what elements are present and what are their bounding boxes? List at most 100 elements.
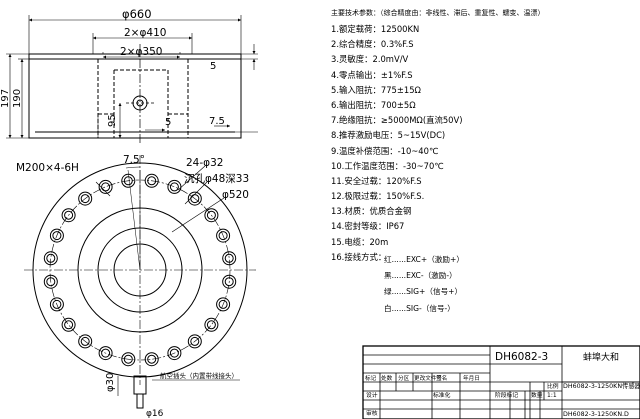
bolt-hole-counterbore bbox=[49, 297, 64, 312]
tb-header-change: 更改文件号 bbox=[414, 374, 442, 382]
spec-item-accuracy: 2.综合精度：0.3%F.S bbox=[331, 39, 414, 50]
spec-list: 主要技术参数：（综合精度由：非线性、滞后、重复性、蠕变、温漂） 1.额定载荷：1… bbox=[331, 8, 637, 265]
tb-header-sign: 签名 bbox=[436, 374, 447, 382]
bolt-hole bbox=[206, 210, 216, 220]
angle-ray-a bbox=[127, 169, 141, 271]
bolt-hole-counterbore bbox=[216, 228, 231, 243]
dim-height-body: 190 bbox=[12, 89, 23, 108]
wire-green: 绿......SIG+（信号+） bbox=[384, 287, 463, 296]
bolt-hole-counterbore bbox=[43, 251, 58, 266]
bolt-hole-counterbore bbox=[222, 251, 237, 266]
bolt-hole bbox=[123, 176, 133, 186]
bolt-hole-counterbore bbox=[167, 179, 182, 194]
spec-item-rated-load: 1.额定载荷：12500KN bbox=[331, 24, 420, 34]
tb-header-mark: 标记 bbox=[365, 374, 377, 382]
spec-item-material: 13.材质：优质合金钢 bbox=[331, 206, 412, 217]
dim-bolt-circle: 2×φ410 bbox=[124, 27, 166, 39]
bolt-hole bbox=[218, 231, 228, 241]
cable-note: 航空插头（内置带线接头） bbox=[160, 371, 238, 380]
spec-item-excitation: 8.推荐激励电压：5~15V(DC) bbox=[331, 130, 446, 141]
dim-cable-dia: φ30 bbox=[105, 373, 116, 392]
bolt-hole-counterbore bbox=[61, 317, 76, 332]
leader-flange bbox=[171, 197, 225, 233]
spec-item-zero-output: 4.零点输出：±1%F.S bbox=[331, 69, 413, 80]
tb-label-standard: 标准化 bbox=[433, 391, 451, 399]
spec-item-insulation: 7.绝缘阻抗：≥5000MΩ(直流50V) bbox=[331, 115, 463, 126]
leader-holes bbox=[177, 165, 206, 191]
bolt-hole bbox=[224, 277, 234, 287]
bolt-hole-counterbore bbox=[187, 334, 202, 349]
spec-item-wiring: 16.接线方式： bbox=[331, 251, 387, 262]
bolt-hole bbox=[64, 320, 74, 330]
side-view-dimensions bbox=[6, 15, 258, 139]
bolt-hole bbox=[52, 299, 62, 309]
bolt-hole-counterbore bbox=[43, 274, 58, 289]
tb-company: 蚌埠大和 bbox=[583, 351, 619, 363]
bolt-hole-counterbore bbox=[204, 317, 219, 332]
bolt-hole-counterbore bbox=[144, 352, 159, 367]
tb-drawing-name: DH6082-3-1250KN传感器 bbox=[563, 381, 640, 390]
bolt-hole bbox=[52, 231, 62, 241]
spec-item-ip-rating: 14.密封等级：IP67 bbox=[331, 221, 405, 232]
dim-inner-circle: 2×φ350 bbox=[120, 46, 162, 58]
bolt-hole bbox=[218, 299, 228, 309]
bolt-hole bbox=[190, 336, 200, 346]
wire-black: 黑......EXC-（激励-） bbox=[384, 271, 457, 280]
dim-angle: 7.5° bbox=[123, 154, 145, 166]
bolt-hole bbox=[80, 336, 90, 346]
body-outline bbox=[28, 53, 242, 139]
bolt-hole bbox=[64, 210, 74, 220]
bolt-hole bbox=[123, 354, 133, 364]
spec-item-comp-temp: 9.温度补偿范围：-10~40℃ bbox=[331, 145, 439, 156]
dim-chamfer: 7.5 bbox=[209, 116, 225, 127]
cable-plug bbox=[136, 393, 144, 409]
dim-inner-depth: 95 bbox=[107, 114, 118, 127]
dim-overall-width: φ660 bbox=[122, 7, 152, 21]
bolt-hole bbox=[147, 176, 157, 186]
bolt-hole bbox=[46, 253, 56, 263]
tb-header-count: 处数 bbox=[381, 374, 393, 382]
bolt-hole-counterbore bbox=[187, 191, 202, 206]
bolt-hole bbox=[206, 320, 216, 330]
tb-header-zone: 分区 bbox=[398, 374, 410, 382]
title-block-frame bbox=[362, 345, 640, 419]
tb-model: DH6082-3 bbox=[495, 351, 548, 363]
bolt-hole bbox=[80, 194, 90, 204]
dim-step-top: 5 bbox=[210, 61, 216, 72]
bolt-hole-counterbore bbox=[204, 208, 219, 223]
angle-arc bbox=[125, 166, 141, 169]
bolt-hole bbox=[46, 277, 56, 287]
leader-tap bbox=[95, 181, 111, 197]
tb-label-scale: 比例 bbox=[547, 382, 559, 390]
bolt-hole-counterbore bbox=[167, 346, 182, 361]
bolt-hole-counterbore bbox=[144, 173, 159, 188]
dim-tap: M200×4-6H bbox=[16, 162, 79, 174]
tb-label-stage: 阶段标记 bbox=[495, 391, 518, 399]
bolt-hole-counterbore bbox=[49, 228, 64, 243]
bolt-hole bbox=[169, 348, 179, 358]
spec-item-output-impedance: 6.输出阻抗：700±5Ω bbox=[331, 99, 416, 110]
leader-counterbore bbox=[184, 181, 208, 205]
tb-label-weight: 数量 bbox=[531, 391, 543, 399]
tb-scale-value: 1:1 bbox=[547, 392, 557, 399]
dim-counterbore: 沉孔φ48深33 bbox=[184, 172, 249, 185]
bolt-hole-counterbore bbox=[61, 208, 76, 223]
spec-item-ultimate-overload: 12.极限过载：150%F.S. bbox=[331, 191, 425, 202]
bolt-hole bbox=[147, 354, 157, 364]
dim-center-step: 5 bbox=[165, 117, 171, 128]
tb-label-review: 审核 bbox=[366, 409, 378, 417]
dim-flange-dia: φ520 bbox=[222, 189, 249, 201]
spec-item-cable: 15.电缆：20m bbox=[331, 236, 389, 247]
bolt-hole-counterbore bbox=[216, 297, 231, 312]
plan-view bbox=[24, 155, 256, 409]
bolt-hole-counterbore bbox=[121, 352, 136, 367]
bolt-hole-counterbore bbox=[78, 191, 93, 206]
dim-plug-dia: φ16 bbox=[146, 409, 164, 419]
bolt-hole bbox=[101, 182, 111, 192]
bolt-hole-counterbore bbox=[78, 334, 93, 349]
side-section-view bbox=[28, 44, 242, 145]
wire-white: 白......SIG-（信号-） bbox=[384, 304, 455, 313]
bolt-hole bbox=[169, 182, 179, 192]
dim-holes: 24-φ32 bbox=[186, 157, 223, 169]
